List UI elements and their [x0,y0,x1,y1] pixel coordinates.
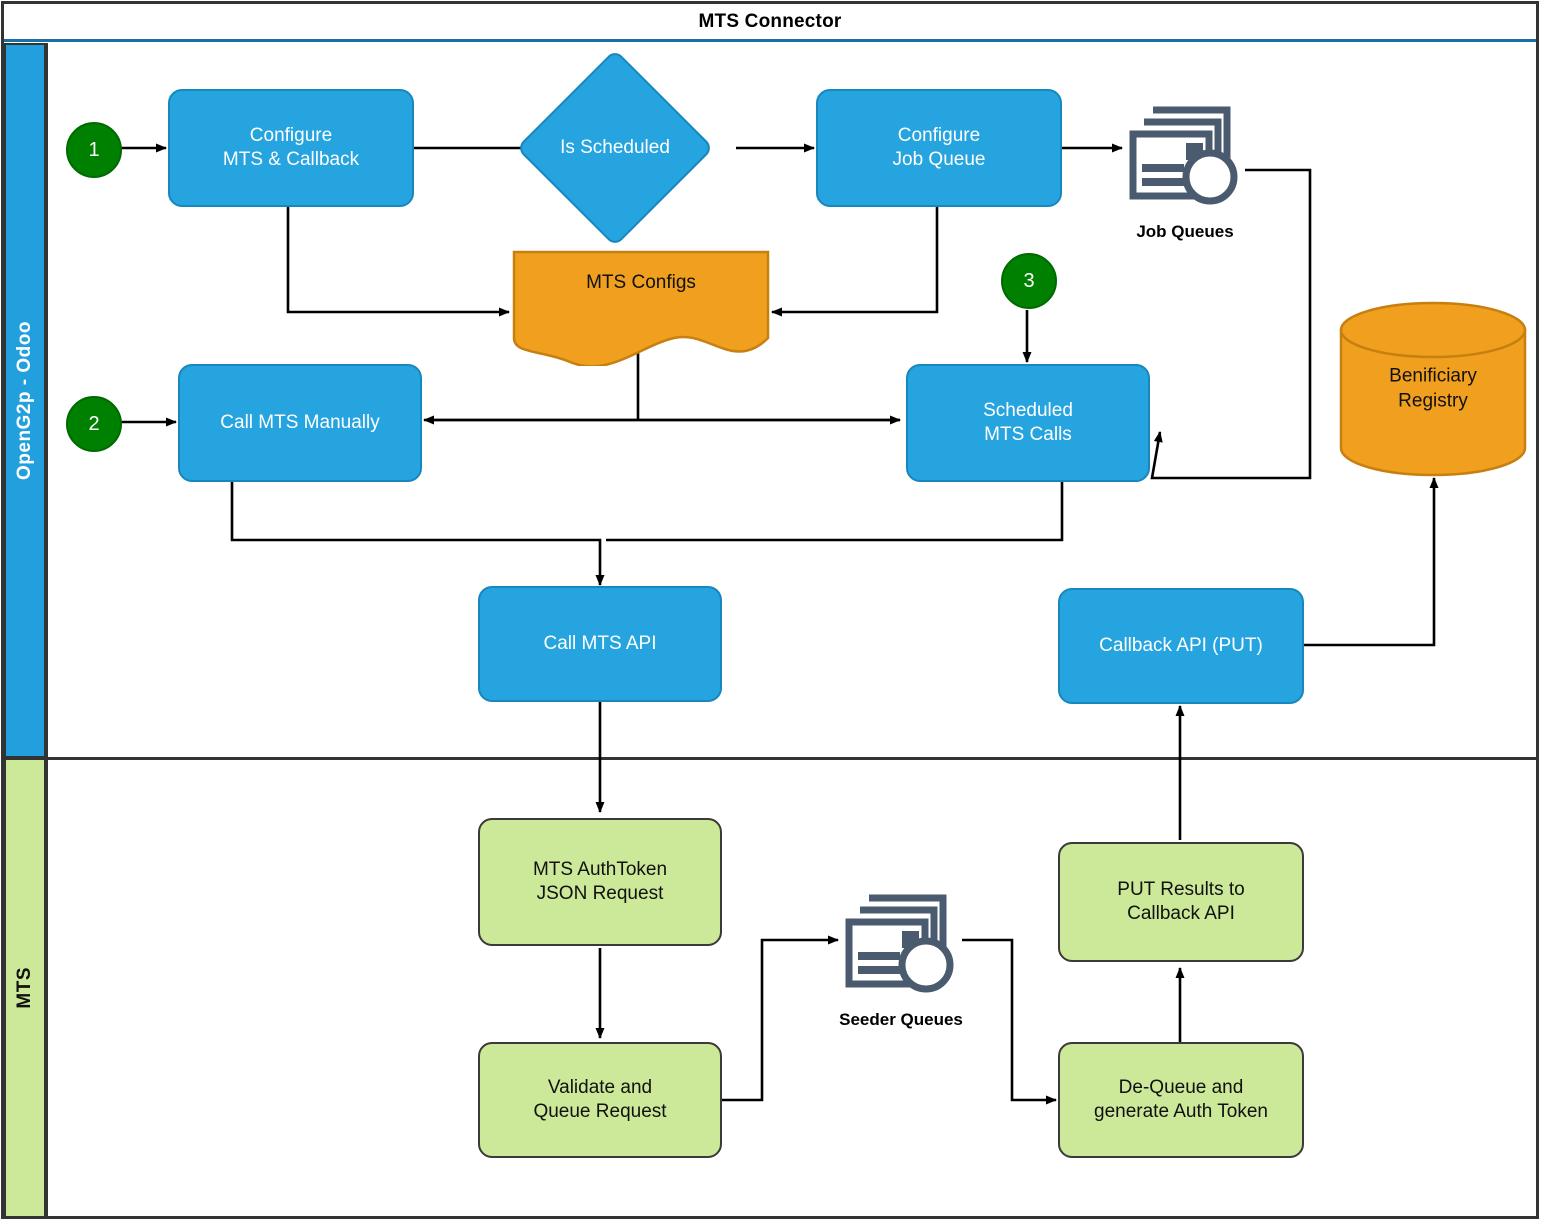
queue-stack-icon [1122,88,1246,212]
start-marker-2: 2 [66,396,122,452]
node-scheduled-mts-calls-line2: MTS Calls [984,424,1072,445]
node-mts-configs[interactable]: MTS Configs [512,250,770,368]
node-put-results-line2: Callback API [1127,903,1235,924]
node-call-mts-manually-label: Call MTS Manually [220,412,380,434]
node-put-results-to-callback-api[interactable]: PUT Results to Callback API [1058,842,1304,962]
node-is-scheduled-label: Is Scheduled [560,137,670,158]
start-marker-1: 1 [66,122,122,178]
swimlane-label-mts: MTS [14,967,35,1009]
swimlane-mts: MTS [4,758,46,1218]
swimlane-label-openg2p-odoo: OpenG2p - Odoo [14,321,35,480]
node-call-mts-api[interactable]: Call MTS API [478,586,722,702]
node-configure-mts-callback[interactable]: Configure MTS & Callback [168,89,414,207]
seeder-queues-caption: Seeder Queues [839,1010,963,1029]
start-marker-1-label: 1 [88,138,100,161]
node-validate-and-queue-request-line2: Queue Request [533,1101,667,1122]
queue-stack-icon-seeder [838,876,962,1000]
node-benificiary-registry-line2: Registry [1398,390,1468,411]
node-de-queue-and-generate-auth-token[interactable]: De-Queue and generate Auth Token [1058,1042,1304,1158]
node-configure-mts-callback-line1: Configure [249,125,333,147]
node-configure-mts-callback-line2: MTS & Callback [222,149,360,170]
node-scheduled-mts-calls[interactable]: Scheduled MTS Calls [906,364,1150,482]
node-validate-and-queue-request-line1: Validate and [547,1077,653,1099]
job-queues-caption: Job Queues [1136,222,1234,241]
node-is-scheduled[interactable]: Is Scheduled [516,49,714,247]
node-scheduled-mts-calls-line1: Scheduled [983,400,1073,422]
node-mts-configs-label: MTS Configs [586,272,696,293]
swimlane-openg2p-odoo: OpenG2p - Odoo [4,43,46,758]
node-configure-job-queue-line1: Configure [897,125,981,147]
node-configure-job-queue-line2: Job Queue [892,149,986,170]
start-marker-3-label: 3 [1023,269,1035,292]
node-benificiary-registry[interactable]: Benificiary Registry [1338,300,1528,478]
database-cylinder-icon [1339,301,1527,477]
start-marker-3: 3 [1001,253,1057,309]
node-de-queue-line2: generate Auth Token [1094,1101,1268,1122]
node-callback-api-put[interactable]: Callback API (PUT) [1058,588,1304,704]
start-marker-2-label: 2 [88,412,100,435]
node-call-mts-manually[interactable]: Call MTS Manually [178,364,422,482]
node-mts-authtoken-json-request-line1: MTS AuthToken [532,859,668,881]
node-callback-api-put-label: Callback API (PUT) [1099,635,1263,657]
page-title: MTS Connector [698,10,842,32]
node-mts-authtoken-json-request-line2: JSON Request [536,883,664,904]
node-put-results-line1: PUT Results to [1117,879,1245,901]
node-call-mts-api-label: Call MTS API [543,633,657,655]
node-mts-authtoken-json-request[interactable]: MTS AuthToken JSON Request [478,818,722,946]
node-benificiary-registry-line1: Benificiary [1389,365,1477,387]
node-validate-and-queue-request[interactable]: Validate and Queue Request [478,1042,722,1158]
node-de-queue-line1: De-Queue and [1118,1077,1244,1099]
swimlane-divider [4,757,1536,760]
node-configure-job-queue[interactable]: Configure Job Queue [816,89,1062,207]
diagram-header: MTS Connector [4,4,1536,42]
document-wave-icon [512,250,770,368]
swimlane-vertical-rule [46,43,48,1218]
